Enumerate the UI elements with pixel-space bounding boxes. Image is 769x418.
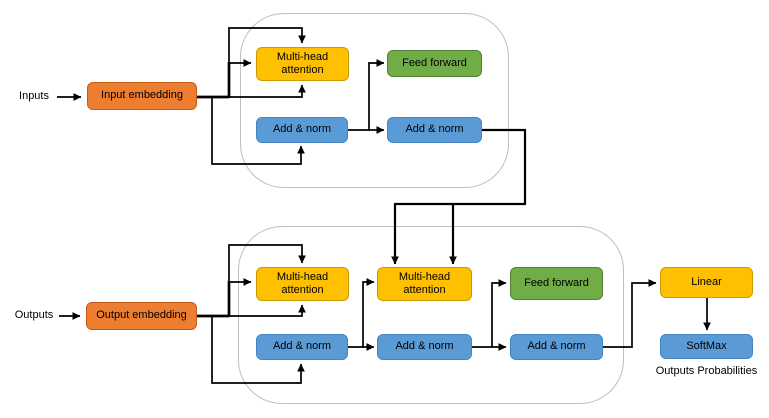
edge-dec-embed-to-mha1-top <box>228 244 306 282</box>
edge-dec-addnorm2-to-feedforward <box>472 279 507 348</box>
outputs-label: Outputs <box>14 309 54 321</box>
node-decoder-add-norm-3: Add & norm <box>510 334 603 360</box>
edge-dec-residual-to-addnorm1 <box>211 316 305 384</box>
outputs-probabilities-label: Outputs Probabilities <box>655 365 758 377</box>
node-linear: Linear <box>660 267 753 298</box>
node-decoder-multi-head-attention-2: Multi-head attention <box>377 267 472 301</box>
node-input-embedding: Input embedding <box>87 82 197 110</box>
inputs-label: Inputs <box>19 90 49 102</box>
edge-enc-embed-to-mha-bottom <box>228 84 306 98</box>
edge-enc-addnorm1-to-feedforward <box>348 59 385 131</box>
node-encoder-add-norm-2: Add & norm <box>387 117 482 143</box>
edge-dec-addnorm1-to-mha2 <box>348 278 375 348</box>
node-decoder-feed-forward: Feed forward <box>510 267 603 300</box>
node-encoder-multi-head-attention: Multi-head attention <box>256 47 349 81</box>
edge-enc-embed-to-mha-top <box>228 27 306 63</box>
node-softmax: SoftMax <box>660 334 753 359</box>
node-decoder-add-norm-1: Add & norm <box>256 334 348 360</box>
edge-dec-embed-to-mha1-bottom <box>228 304 306 317</box>
decoder-container <box>238 226 624 404</box>
node-output-embedding: Output embedding <box>86 302 197 330</box>
edge-enc-residual-to-addnorm1 <box>211 97 305 165</box>
node-decoder-add-norm-2: Add & norm <box>377 334 472 360</box>
node-decoder-multi-head-attention-1: Multi-head attention <box>256 267 349 301</box>
edge-dec-addnorm3-to-linear <box>603 279 657 348</box>
encoder-container <box>240 13 509 188</box>
node-encoder-feed-forward: Feed forward <box>387 50 482 77</box>
node-encoder-add-norm-1: Add & norm <box>256 117 348 143</box>
edge-encoder-out-to-dec-mha2-a <box>391 128 527 265</box>
